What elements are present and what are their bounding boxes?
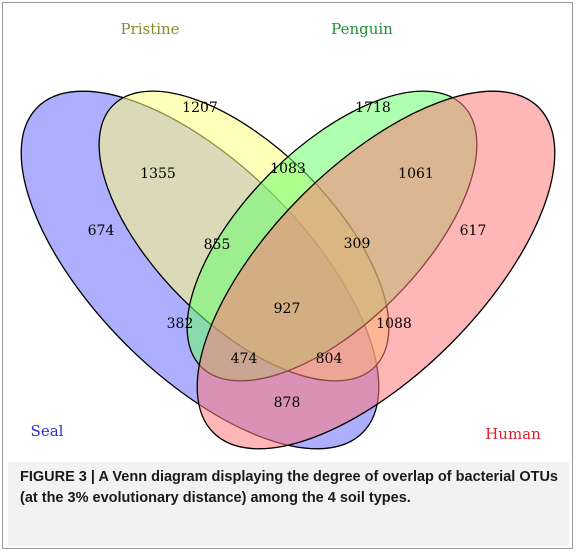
count-seal-pristine: 1355 bbox=[140, 166, 176, 182]
venn-ellipses bbox=[20, 90, 556, 450]
set-label-seal: Seal bbox=[31, 422, 64, 440]
set-label-penguin: Penguin bbox=[331, 20, 393, 38]
figure-caption: FIGURE 3 | A Venn diagram displaying the… bbox=[20, 469, 558, 506]
count-seal-pristine-human: 804 bbox=[316, 351, 343, 367]
count-human-only: 617 bbox=[460, 223, 487, 239]
count-pristine-human: 1088 bbox=[376, 316, 412, 332]
count-pristine-penguin: 1083 bbox=[270, 161, 306, 177]
caption-box: FIGURE 3 | A Venn diagram displaying the… bbox=[8, 462, 569, 546]
region-counts: 674 1207 1718 617 1355 1083 1061 855 309… bbox=[88, 100, 487, 411]
count-penguin-only: 1718 bbox=[355, 100, 391, 116]
count-seal-human: 878 bbox=[274, 395, 301, 411]
count-seal-penguin: 382 bbox=[167, 316, 194, 332]
count-seal-penguin-human: 474 bbox=[231, 351, 258, 367]
ellipse-human bbox=[196, 90, 556, 450]
set-label-human: Human bbox=[485, 425, 541, 443]
count-seal-pristine-penguin: 855 bbox=[204, 237, 231, 253]
count-all-four: 927 bbox=[274, 301, 301, 317]
count-pristine-penguin-human: 309 bbox=[344, 236, 371, 252]
venn-diagram: Pristine Penguin Seal Human 674 1207 171… bbox=[20, 20, 556, 450]
count-penguin-human: 1061 bbox=[398, 166, 434, 182]
count-seal-only: 674 bbox=[88, 223, 115, 239]
set-label-pristine: Pristine bbox=[120, 20, 179, 38]
count-pristine-only: 1207 bbox=[182, 100, 218, 116]
set-labels: Pristine Penguin Seal Human bbox=[31, 20, 542, 443]
